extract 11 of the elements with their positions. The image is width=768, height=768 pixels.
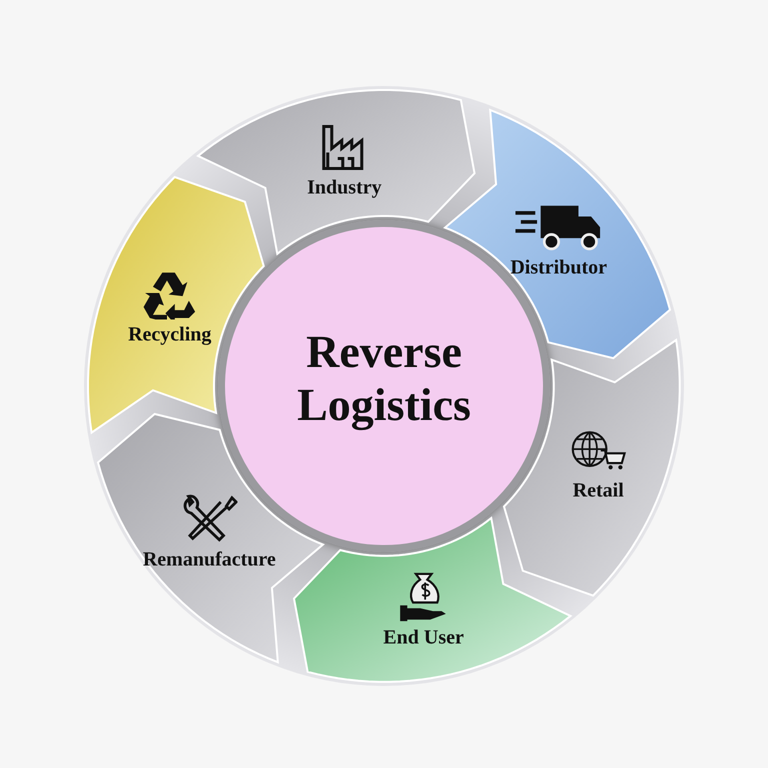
segment-label: Industry bbox=[307, 176, 382, 200]
segment-label: Remanufacture bbox=[142, 548, 276, 572]
chevron-segment bbox=[294, 518, 570, 682]
segment-label: End User bbox=[383, 626, 464, 650]
segment-label: Recycling bbox=[128, 324, 212, 346]
segment-label: Retail bbox=[572, 479, 624, 502]
chevron-segment bbox=[198, 90, 474, 254]
segment-label: Distributor bbox=[510, 256, 607, 280]
chevron-segment bbox=[88, 176, 264, 432]
center-title: Reverse Logistics bbox=[296, 326, 472, 432]
chevron-segment bbox=[504, 340, 680, 596]
